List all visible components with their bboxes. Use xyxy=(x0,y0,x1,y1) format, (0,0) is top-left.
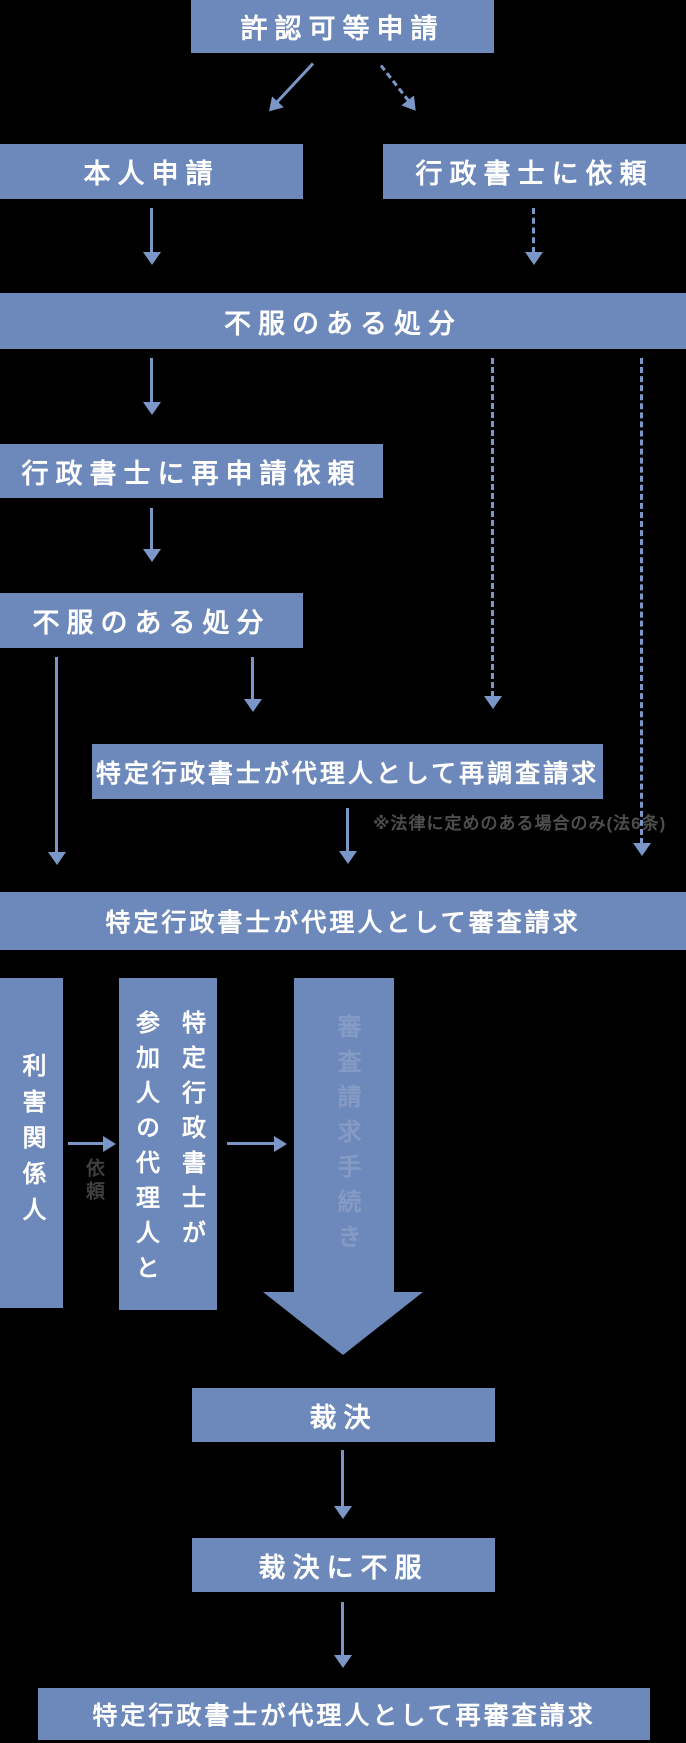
node-intervenor-agent-col-right: 特定行政書士が xyxy=(177,1010,205,1255)
big-down-arrow-shaft xyxy=(294,978,394,1293)
arrowhead-gyoseishoshi-to-unfavorable-icon xyxy=(525,252,543,265)
node-self-application: 本人申請 xyxy=(0,144,303,199)
node-re-application-request: 行政書士に再申請依頼 xyxy=(0,444,383,498)
arrowhead-unfavorable1-to-examination-icon xyxy=(633,843,651,856)
arrow-unfavorable1-to-examination-icon xyxy=(640,358,643,844)
node-unfavorable-disposition-2-label: 不服のある処分 xyxy=(32,608,271,638)
node-unfavorable-disposition-1: 不服のある処分 xyxy=(0,293,686,349)
node-application-label: 許認可等申請 xyxy=(240,14,445,44)
arrow-gyoseishoshi-to-unfavorable-icon xyxy=(532,208,535,253)
arrowhead-self-to-unfavorable-icon xyxy=(143,252,161,265)
arrow-unfavorable1-to-reinvestigation-icon xyxy=(491,358,494,697)
arrow-unfavorable2-to-reinvestigation-icon xyxy=(251,657,254,700)
arrow-procedure-to-ruling-icon xyxy=(341,1450,344,1507)
arrow-intervenor-to-procedure-icon xyxy=(227,1142,275,1145)
examination-procedure-label: 審査請求手続き xyxy=(333,1014,360,1259)
arrow-reapplication-to-unfavorable2-icon xyxy=(150,508,153,550)
node-unfavorable-disposition-2: 不服のある処分 xyxy=(0,593,303,648)
node-ruling: 裁決 xyxy=(192,1388,495,1442)
node-request-gyoseishoshi: 行政書士に依頼 xyxy=(383,144,686,199)
node-ruling-dissatisfied-label: 裁決に不服 xyxy=(258,1552,429,1583)
node-re-application-request-label: 行政書士に再申請依頼 xyxy=(21,458,362,489)
node-self-application-label: 本人申請 xyxy=(83,159,220,189)
big-down-arrow-head xyxy=(263,1292,423,1355)
arrowhead-unfavorable2-to-reinvestigation-icon xyxy=(244,699,262,712)
arrow-application-to-gyoseishoshi-icon xyxy=(379,64,423,116)
arrow-unfavorable2-to-examination-icon xyxy=(55,657,58,853)
node-unfavorable-disposition-1-label: 不服のある処分 xyxy=(224,308,462,339)
arrowhead-unfavorable2-to-examination-icon xyxy=(48,852,66,865)
arrowhead-dissatisfied-to-reexamination-icon xyxy=(334,1655,352,1668)
node-interested-party: 利害関係人 xyxy=(0,978,63,1308)
node-intervenor-agent-col-left: 参加人の代理人と xyxy=(131,1010,159,1290)
arrowhead-unfavorable1-to-reinvestigation-icon xyxy=(484,696,502,709)
node-intervenor-agent: 特定行政書士が 参加人の代理人と xyxy=(119,978,217,1310)
arrow-application-to-self-icon xyxy=(263,62,315,117)
node-examination-request-label: 特定行政書士が代理人として審査請求 xyxy=(105,909,581,937)
node-interested-party-label: 利害関係人 xyxy=(18,1053,45,1233)
arrowhead-reapplication-to-unfavorable2-icon xyxy=(143,549,161,562)
arrowhead-intervenor-to-procedure-icon xyxy=(274,1136,287,1152)
node-re-investigation-request-label: 特定行政書士が代理人として再調査請求 xyxy=(95,759,600,788)
arrow-reinvestigation-to-examination-icon xyxy=(346,808,349,852)
irai-label: 依頼 xyxy=(83,1158,104,1204)
arrowhead-unfavorable1-to-reapplication-icon xyxy=(143,402,161,415)
arrowhead-procedure-to-ruling-icon xyxy=(334,1506,352,1519)
node-re-investigation-request: 特定行政書士が代理人として再調査請求 xyxy=(92,744,603,799)
arrow-self-to-unfavorable-icon xyxy=(150,208,153,253)
node-re-examination-request-label: 特定行政書士が代理人として再審査請求 xyxy=(92,1702,596,1730)
law-note: ※法律に定めのある場合のみ(法6条) xyxy=(373,814,667,833)
node-ruling-dissatisfied: 裁決に不服 xyxy=(192,1538,495,1592)
node-examination-request: 特定行政書士が代理人として審査請求 xyxy=(0,892,686,950)
arrowhead-interested-to-intervenor-icon xyxy=(103,1136,116,1152)
node-application: 許認可等申請 xyxy=(191,0,494,53)
node-ruling-label: 裁決 xyxy=(309,1402,378,1433)
arrow-interested-to-intervenor-icon xyxy=(68,1142,104,1145)
node-re-examination-request: 特定行政書士が代理人として再審査請求 xyxy=(38,1688,650,1740)
arrow-unfavorable1-to-reapplication-icon xyxy=(150,358,153,403)
arrowhead-reinvestigation-to-examination-icon xyxy=(339,851,357,864)
node-request-gyoseishoshi-label: 行政書士に依頼 xyxy=(415,159,654,189)
arrow-dissatisfied-to-reexamination-icon xyxy=(341,1602,344,1656)
